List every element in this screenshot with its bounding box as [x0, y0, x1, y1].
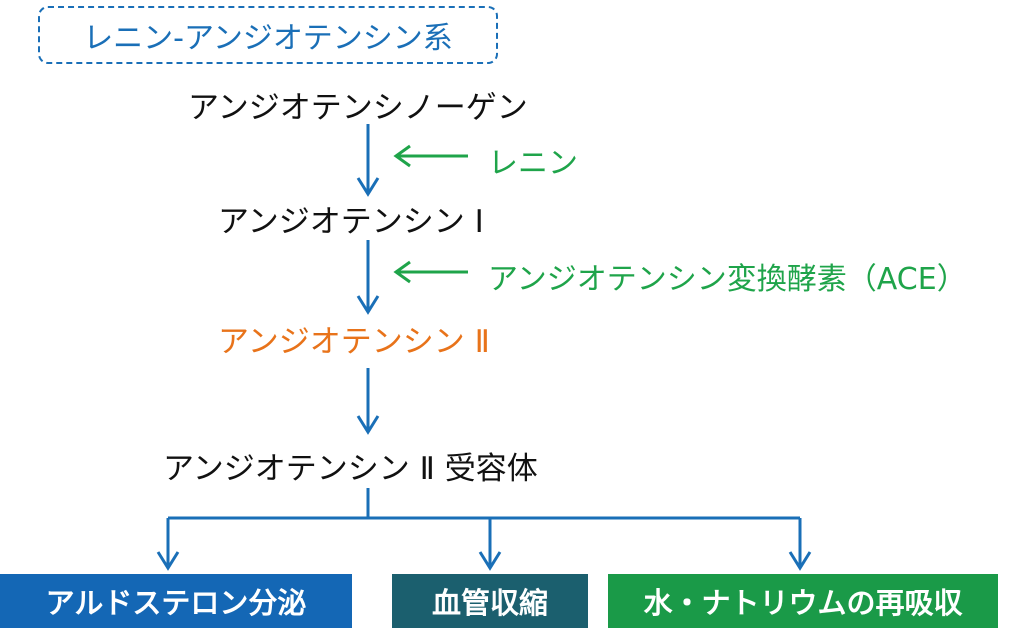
node-angiotensin-2: アンジオテンシン Ⅱ [218, 324, 490, 360]
effect-vasoconstriction: 血管収縮 [392, 574, 588, 628]
arrowhead [478, 551, 502, 571]
node-angiotensin-1: アンジオテンシン Ⅰ [218, 204, 484, 240]
effect-aldosterone-secretion: アルドステロン分泌 [0, 574, 352, 628]
node-angiotensin-2-receptor: アンジオテンシン Ⅱ 受容体 [163, 451, 538, 487]
arrowhead [156, 551, 180, 571]
arrowhead [393, 260, 411, 284]
arrowhead [788, 551, 812, 571]
arrowhead [356, 177, 380, 197]
node-angiotensinogen: アンジオテンシノーゲン [188, 90, 528, 126]
diagram-title: レニン-アンジオテンシン系 [38, 6, 498, 64]
arrowhead [356, 415, 380, 435]
effect-water-sodium-reabsorption: 水・ナトリウムの再吸収 [608, 574, 998, 628]
enzyme-ace: アンジオテンシン変換酵素（ACE） [488, 262, 967, 297]
arrowhead [393, 144, 411, 168]
arrowhead [356, 295, 380, 315]
enzyme-renin: レニン [488, 146, 578, 181]
